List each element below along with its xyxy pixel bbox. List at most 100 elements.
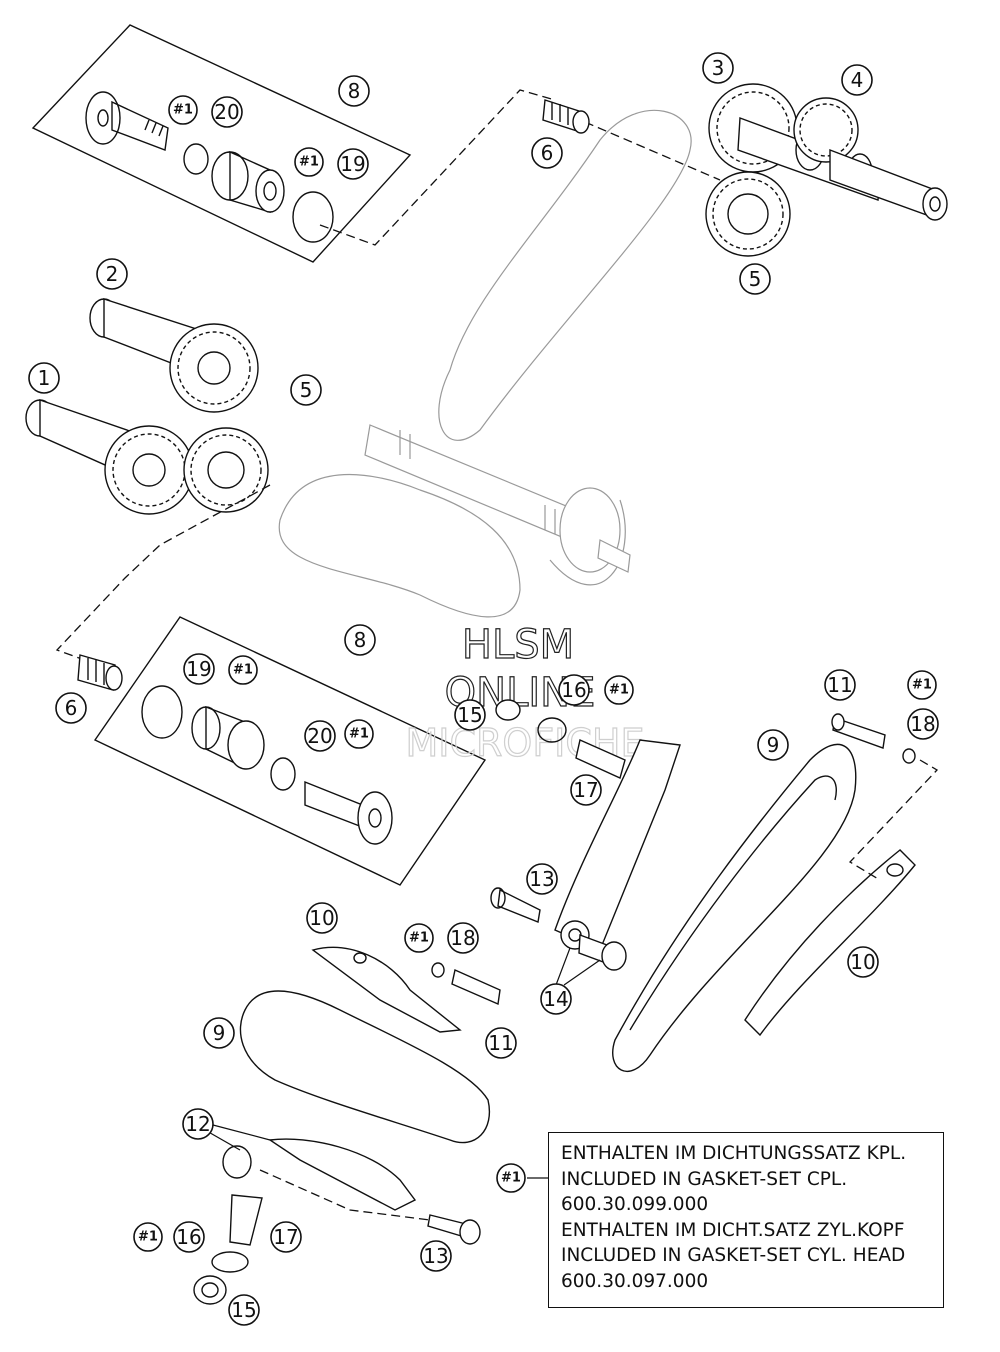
callout-2: 2 xyxy=(96,258,128,290)
leader-14 xyxy=(555,947,601,986)
callout-17-lower: 17 xyxy=(270,1221,302,1253)
svg-text:17: 17 xyxy=(573,778,598,802)
svg-text:5: 5 xyxy=(300,378,313,402)
note-line-2: INCLUDED IN GASKET-SET CPL. xyxy=(561,1168,848,1190)
callout-6-mid: 6 xyxy=(55,692,87,724)
svg-text:18: 18 xyxy=(910,712,935,736)
gasket-set-note-box: ENTHALTEN IM DICHTUNGSSATZ KPL. INCLUDED… xyxy=(548,1132,944,1308)
kit-frame-middle xyxy=(93,616,487,886)
o-ring-19-top xyxy=(292,191,334,243)
spring-17-lower xyxy=(229,1194,263,1246)
dash-bushing-to-bolt xyxy=(259,1169,431,1221)
svg-text:13: 13 xyxy=(423,1244,448,1268)
camshaft-4 xyxy=(793,97,948,221)
callout-8-mid: 8 xyxy=(344,624,376,656)
svg-text:18: 18 xyxy=(450,926,475,950)
callout-1: 1 xyxy=(28,362,60,394)
svg-text:8: 8 xyxy=(348,79,361,103)
guide-rail-10-right xyxy=(744,849,916,1037)
svg-text:15: 15 xyxy=(231,1298,256,1322)
svg-text:20: 20 xyxy=(214,100,239,124)
timing-chain-ghost-lower xyxy=(278,473,521,618)
dash-gear-to-bearing xyxy=(55,484,271,663)
callout-6-top: 6 xyxy=(531,137,563,169)
timing-chain-9-left xyxy=(239,990,491,1144)
svg-text:17: 17 xyxy=(273,1225,298,1249)
svg-text:19: 19 xyxy=(186,657,211,681)
guide-rail-10-left xyxy=(311,946,462,1033)
ref-callout-top-a: #1 xyxy=(168,95,198,125)
svg-text:#1: #1 xyxy=(349,727,369,742)
callout-5-left: 5 xyxy=(290,374,322,406)
svg-text:8: 8 xyxy=(354,628,367,652)
callout-16-lower: 16 xyxy=(173,1221,205,1253)
svg-text:13: 13 xyxy=(529,867,554,891)
seal-16-lower xyxy=(211,1251,249,1273)
callout-10-right: 10 xyxy=(847,946,879,978)
callout-19-mid: 19 xyxy=(183,653,215,685)
callout-8-top: 8 xyxy=(338,75,370,107)
callout-16-upper: 16 xyxy=(558,674,590,706)
svg-text:12: 12 xyxy=(185,1112,210,1136)
ref-callout-mid-b: #1 xyxy=(344,719,374,749)
callout-13-lower: 13 xyxy=(420,1240,452,1272)
bushing-14 xyxy=(578,934,627,971)
o-ring-20-mid xyxy=(270,757,296,791)
ref-callout-18-left: #1 xyxy=(404,923,434,953)
callout-20-mid: 20 xyxy=(304,720,336,752)
svg-text:3: 3 xyxy=(712,56,725,80)
callout-3: 3 xyxy=(702,52,734,84)
svg-text:#1: #1 xyxy=(173,103,193,118)
intermediate-gear-5-top xyxy=(705,171,791,257)
bolt-13-lower xyxy=(427,1214,481,1245)
bearing-bolt-top xyxy=(85,91,169,151)
callout-15-upper: 15 xyxy=(454,699,486,731)
svg-text:1: 1 xyxy=(38,366,51,390)
callout-11-right: 11 xyxy=(824,669,856,701)
callout-4: 4 xyxy=(841,64,873,96)
svg-text:11: 11 xyxy=(827,673,852,697)
spring-17-upper xyxy=(575,739,626,779)
timing-chain-9-right xyxy=(612,743,857,1073)
tensioner-rail-lower xyxy=(268,1138,417,1211)
note-line-4: ENTHALTEN IM DICHT.SATZ ZYL.KOPF xyxy=(561,1219,905,1241)
callout-10-left: 10 xyxy=(306,902,338,934)
ref-callout-note: #1 xyxy=(496,1163,526,1193)
ref-callout-mid-a: #1 xyxy=(228,655,258,685)
svg-text:10: 10 xyxy=(309,906,334,930)
ref-callout-lower: #1 xyxy=(133,1222,163,1252)
svg-text:20: 20 xyxy=(307,724,332,748)
ref-callout-top-b: #1 xyxy=(294,147,324,177)
svg-text:2: 2 xyxy=(106,262,119,286)
svg-text:11: 11 xyxy=(488,1031,513,1055)
bearing-bolt-mid xyxy=(304,780,393,845)
callout-13-upper: 13 xyxy=(526,863,558,895)
washer-18-right xyxy=(902,748,916,764)
callout-14: 14 xyxy=(540,983,572,1015)
svg-text:16: 16 xyxy=(176,1225,201,1249)
svg-text:16: 16 xyxy=(561,678,586,702)
camshaft-2 xyxy=(89,298,259,413)
ref-callout-16-upper: #1 xyxy=(604,675,634,705)
washer-18-left xyxy=(431,962,445,978)
seal-16-upper xyxy=(537,717,567,743)
plug-15-lower xyxy=(193,1275,227,1305)
callout-12: 12 xyxy=(182,1108,214,1140)
ref-callout-right: #1 xyxy=(907,670,937,700)
bushing-top xyxy=(211,150,285,213)
callout-20-top: 20 xyxy=(211,96,243,128)
svg-text:14: 14 xyxy=(543,987,568,1011)
svg-text:6: 6 xyxy=(541,141,554,165)
note-line-5: INCLUDED IN GASKET-SET CYL. HEAD xyxy=(561,1245,906,1266)
crankshaft xyxy=(364,424,631,586)
callout-18-left: 18 xyxy=(447,922,479,954)
o-ring-20-top xyxy=(183,143,209,175)
note-line-3: 600.30.099.000 xyxy=(561,1194,709,1215)
bushing-mid xyxy=(191,705,265,770)
watermark-line1: HLSM xyxy=(462,622,574,668)
note-line-1: ENTHALTEN IM DICHTUNGSSATZ KPL. xyxy=(561,1143,907,1164)
svg-text:#1: #1 xyxy=(501,1171,521,1186)
callout-19-top: 19 xyxy=(337,148,369,180)
o-ring-19-mid xyxy=(141,685,183,739)
callout-11-left: 11 xyxy=(485,1027,517,1059)
